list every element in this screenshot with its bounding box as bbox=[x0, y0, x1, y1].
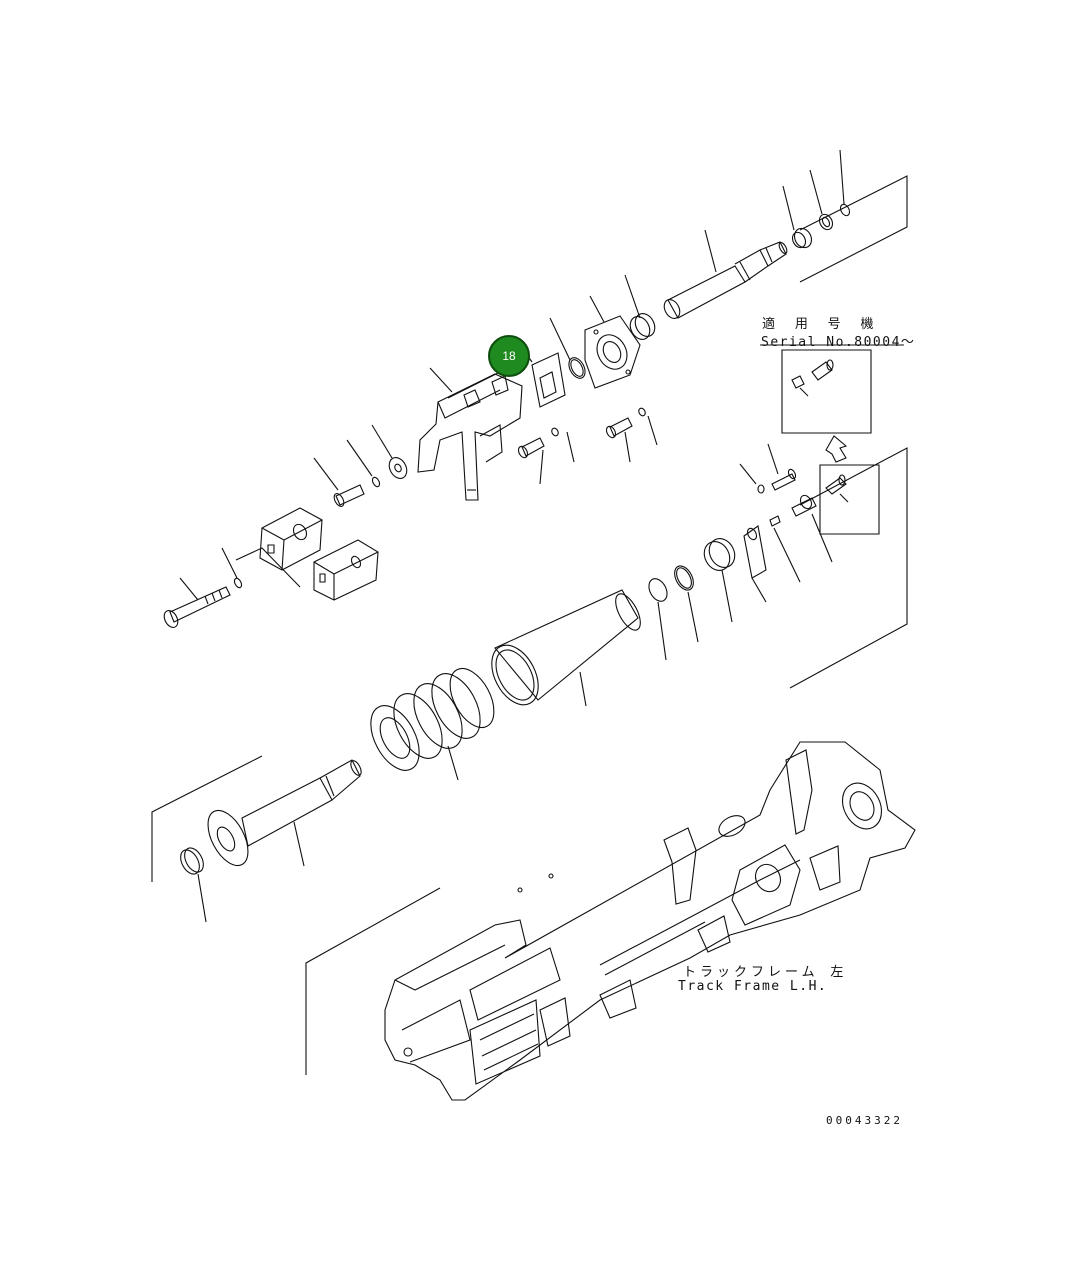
rod-end-collar bbox=[177, 845, 207, 877]
frame-label-japanese: トラックフレーム 左 bbox=[683, 965, 848, 980]
valve-detail-box-lower bbox=[820, 465, 879, 534]
frame-label-english: Track Frame L.H. bbox=[678, 979, 828, 994]
rod-bushing bbox=[626, 310, 658, 343]
leader-line-bracket bbox=[430, 368, 452, 392]
cylinder-bushings bbox=[645, 534, 739, 604]
group-bracket-lower-left bbox=[152, 756, 262, 882]
spring-rod bbox=[200, 759, 363, 872]
slide-block-lower bbox=[314, 540, 378, 600]
gasket-plate bbox=[532, 353, 565, 407]
rod-seal-rings bbox=[790, 203, 851, 251]
cylinder-rod bbox=[661, 241, 788, 321]
slide-block-upper bbox=[260, 508, 322, 570]
group-bracket-middle bbox=[790, 448, 907, 688]
bracket-fasteners bbox=[517, 407, 647, 459]
valve-cover-plate bbox=[744, 526, 766, 578]
leader-lines-middle bbox=[580, 444, 832, 706]
group-bracket-frame bbox=[306, 888, 440, 1075]
arrow-up-icon bbox=[826, 436, 846, 462]
serial-label-english: Serial No.80004～ bbox=[761, 335, 916, 350]
drawing-number: 00043322 bbox=[826, 1114, 903, 1127]
track-frame bbox=[385, 742, 915, 1100]
yoke-bracket bbox=[418, 372, 522, 500]
part-callout-badge[interactable]: 18 bbox=[488, 335, 530, 377]
cylinder-flange bbox=[585, 316, 640, 388]
leader-lines-washers bbox=[314, 425, 392, 490]
recoil-spring bbox=[361, 661, 503, 778]
serial-label-japanese: 適 用 号 機 bbox=[762, 317, 880, 332]
group-bracket-upper bbox=[800, 176, 907, 282]
washer-and-spacer bbox=[332, 455, 410, 509]
valve-detail-box-upper bbox=[782, 350, 871, 433]
leader-lines-blocks bbox=[180, 548, 300, 600]
grease-valve-parts bbox=[758, 468, 816, 526]
leader-lines-lower bbox=[198, 746, 458, 922]
spring-cylinder bbox=[482, 590, 645, 713]
tension-bolt bbox=[161, 577, 243, 630]
o-ring bbox=[566, 355, 589, 381]
